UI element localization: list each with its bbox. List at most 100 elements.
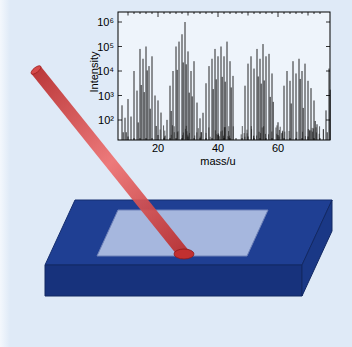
noise-line [253, 136, 254, 140]
noise-line [279, 130, 280, 140]
peak [245, 86, 246, 140]
peak [209, 66, 210, 140]
slab-front [45, 265, 302, 296]
peak [251, 56, 252, 140]
noise-line [313, 128, 314, 140]
x-tick-label: 40 [212, 143, 224, 154]
peak [233, 76, 234, 140]
peak [317, 124, 318, 140]
noise-line [284, 132, 285, 140]
peak [186, 64, 187, 140]
noise-line [319, 126, 320, 140]
peak [266, 56, 267, 140]
noise-line [210, 137, 211, 140]
noise-line [172, 125, 173, 140]
noise-line [189, 133, 190, 140]
noise-line [256, 136, 257, 140]
peak [128, 99, 129, 140]
peak [188, 51, 189, 140]
peak [173, 71, 174, 140]
noise-line [198, 128, 199, 140]
noise-line [241, 134, 242, 140]
peak [182, 34, 183, 140]
peak [290, 81, 291, 140]
peak [278, 122, 279, 140]
peak [299, 59, 300, 140]
peak [206, 83, 207, 140]
y-tick-label: 10⁴ [97, 66, 114, 77]
peak [273, 102, 274, 140]
peak [131, 117, 132, 140]
plot-frame [118, 12, 330, 140]
noise-line [302, 132, 303, 140]
slab-top [45, 200, 332, 265]
noise-line [182, 135, 183, 140]
peak [261, 84, 262, 140]
noise-line [251, 126, 252, 140]
slab-side [302, 200, 332, 296]
peak [254, 69, 255, 140]
peak [315, 121, 316, 140]
peak [212, 59, 213, 140]
y-tick-label: 10⁶ [97, 17, 114, 28]
peak [293, 61, 294, 140]
peak [327, 132, 328, 140]
peak [314, 100, 315, 140]
noise-line [218, 133, 219, 140]
noise-line [187, 135, 188, 140]
noise-line [260, 133, 261, 140]
peak [189, 93, 190, 140]
noise-line [244, 137, 245, 140]
peak [230, 61, 231, 140]
peak [269, 54, 270, 140]
x-tick-label: 20 [152, 143, 164, 154]
peak [144, 92, 145, 140]
peak [161, 113, 162, 140]
laser-spot [174, 249, 194, 259]
peak [141, 85, 142, 140]
mass-spectrum [118, 12, 330, 140]
noise-line [223, 136, 224, 140]
peak [197, 103, 198, 140]
peak [191, 71, 192, 140]
peak [185, 22, 186, 140]
peak [152, 56, 153, 140]
noise-line [229, 136, 230, 140]
noise-line [308, 129, 309, 140]
noise-line [174, 126, 175, 140]
noise-line [319, 134, 320, 140]
noise-line [246, 130, 247, 140]
noise-line [196, 132, 197, 140]
y-tick-label: 10³ [98, 90, 114, 101]
noise-line [206, 133, 207, 140]
noise-line [265, 134, 266, 140]
noise-line [312, 128, 313, 140]
edge-strip [0, 0, 10, 347]
noise-line [242, 126, 243, 140]
axis-title: Intensity [89, 52, 100, 93]
peak [291, 103, 292, 140]
peak [176, 47, 177, 141]
noise-line [289, 131, 290, 140]
peak [330, 90, 331, 140]
peak [257, 49, 258, 140]
noise-line [309, 131, 310, 140]
noise-line [216, 134, 217, 140]
noise-line [219, 136, 220, 140]
peak [326, 110, 327, 140]
peak [194, 61, 195, 140]
peak [134, 71, 135, 140]
noise-line [233, 126, 234, 140]
x-tick-label: 60 [272, 143, 284, 154]
peak [270, 97, 271, 140]
peak [305, 64, 306, 140]
peak [308, 81, 309, 140]
noise-line [220, 131, 221, 140]
peak [146, 47, 147, 141]
peak [216, 79, 217, 140]
noise-line [280, 127, 281, 140]
peak [183, 62, 184, 140]
peak [170, 86, 171, 140]
